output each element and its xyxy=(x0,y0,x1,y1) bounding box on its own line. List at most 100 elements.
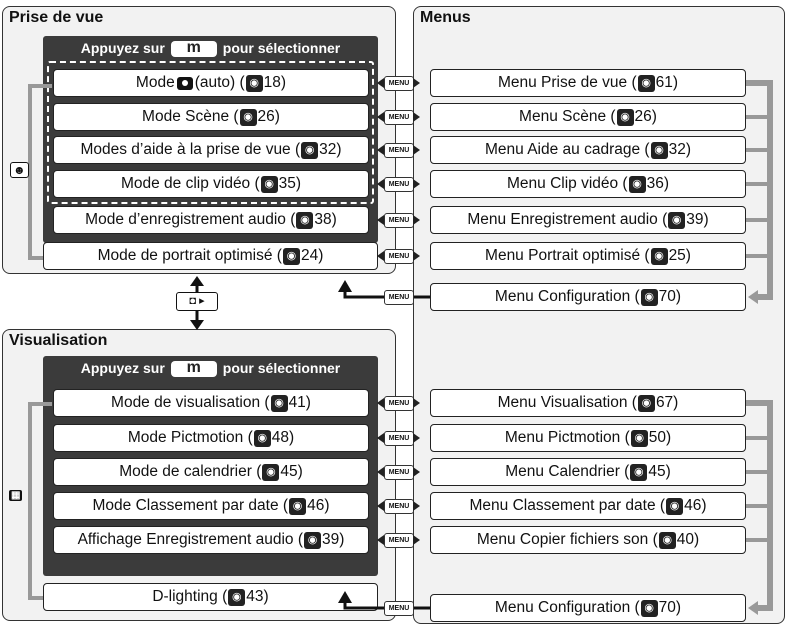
mode-label: Affichage Enregistrement audio ( xyxy=(77,531,304,548)
page-ref: 26) xyxy=(257,108,280,125)
page-reference-icon: ◉ xyxy=(289,497,307,515)
menu-button-1[interactable]: MENU xyxy=(384,76,414,91)
shooting-panel-title: Prise de vue xyxy=(9,9,104,26)
mode-calendar[interactable]: Mode de calendrier (◉45) xyxy=(53,458,369,486)
menu-calendar[interactable]: Menu Calendrier (◉45) xyxy=(430,458,746,486)
menu-audio[interactable]: Menu Enregistrement audio (◉39) xyxy=(430,206,746,234)
menu-playback[interactable]: Menu Visualisation (◉67) xyxy=(430,389,746,417)
smart-portrait-icon: ☻ xyxy=(10,162,29,178)
menu-button-10[interactable]: MENU xyxy=(384,499,414,514)
menu-label: Menu Configuration ( xyxy=(494,288,640,305)
page-reference-icon: ◉ xyxy=(630,429,648,447)
page-ref: 50) xyxy=(648,429,672,446)
mode-assist[interactable]: Modes d’aide à la prise de vue (◉32) xyxy=(53,136,369,164)
menu-button-7[interactable]: MENU xyxy=(384,396,414,411)
page-ref: 43) xyxy=(246,588,269,605)
menu-button-8[interactable]: MENU xyxy=(384,431,414,446)
page-ref: 46) xyxy=(684,497,707,514)
mode-playback[interactable]: Mode de visualisation (◉41) xyxy=(53,389,369,417)
page-reference-icon: ◉ xyxy=(637,74,655,92)
menu-framing-assist[interactable]: Menu Aide au cadrage (◉32) xyxy=(430,136,746,164)
page-reference-icon: ◉ xyxy=(640,599,658,617)
menu-button-4[interactable]: MENU xyxy=(384,177,414,192)
menu-label: Menu Visualisation ( xyxy=(497,394,637,411)
page-ref: 25) xyxy=(668,247,691,264)
menu-movie[interactable]: Menu Clip vidéo (◉36) xyxy=(430,170,746,198)
mode-movie[interactable]: Mode de clip vidéo (◉35) xyxy=(53,170,369,198)
menu-button-11[interactable]: MENU xyxy=(384,533,414,548)
menu-setup-playback[interactable]: Menu Configuration (◉70) xyxy=(430,594,746,622)
page-ref: 36) xyxy=(646,175,669,192)
instruction-text-after: pour sélectionner xyxy=(222,360,341,376)
right-arrow-icon xyxy=(413,145,420,155)
page-reference-icon: ◉ xyxy=(228,588,246,606)
page-reference-icon: ◉ xyxy=(640,288,658,306)
menu-button-5[interactable]: MENU xyxy=(384,213,414,228)
mode-label: Modes d’aide à la prise de vue ( xyxy=(80,141,301,158)
menu-button-9[interactable]: MENU xyxy=(384,465,414,480)
menu-label: Menu Prise de vue ( xyxy=(497,74,637,91)
menu-button-6[interactable]: MENU xyxy=(384,249,414,264)
menu-list-by-date[interactable]: Menu Classement par date (◉46) xyxy=(430,492,746,520)
menu-button-3[interactable]: MENU xyxy=(384,143,414,158)
page-ref: 39) xyxy=(686,211,709,228)
page-ref: 67) xyxy=(655,394,679,411)
mode-portrait[interactable]: Mode de portrait optimisé (◉24) xyxy=(43,242,378,270)
shoot-play-toggle-icon[interactable]: ◘ ▸ xyxy=(176,292,218,311)
page-ref: 24) xyxy=(300,247,324,264)
menu-setup-shooting[interactable]: Menu Configuration (◉70) xyxy=(430,283,746,311)
left-arrow-icon xyxy=(377,467,384,477)
mode-label: Mode Scène ( xyxy=(142,108,239,125)
page-reference-icon: ◉ xyxy=(253,429,271,447)
menu-m-button-icon: m xyxy=(170,40,217,58)
mode-list-by-date[interactable]: Mode Classement par date (◉46) xyxy=(53,492,369,520)
left-arrow-icon xyxy=(377,112,384,122)
page-reference-icon: ◉ xyxy=(628,175,646,193)
page-ref: 32) xyxy=(668,141,691,158)
page-ref: 40) xyxy=(676,531,700,548)
menu-label: Menu Aide au cadrage ( xyxy=(485,141,650,158)
left-arrow-icon xyxy=(377,501,384,511)
mode-audio[interactable]: Mode d’enregistrement audio (◉38) xyxy=(53,206,369,234)
page-ref: 39) xyxy=(322,531,345,548)
mode-audio-playback[interactable]: Affichage Enregistrement audio (◉39) xyxy=(53,526,369,554)
page-ref: 70) xyxy=(658,288,682,305)
mode-label: Mode Classement par date ( xyxy=(92,497,289,514)
page-reference-icon: ◉ xyxy=(650,247,668,265)
mode-label: Mode de visualisation ( xyxy=(111,394,270,411)
mode-auto[interactable]: Mode (auto) ( ◉18) xyxy=(53,69,369,97)
page-reference-icon: ◉ xyxy=(650,141,668,159)
page-ref: 61) xyxy=(655,74,679,91)
camera-icon xyxy=(176,76,193,90)
mode-pictmotion[interactable]: Mode Pictmotion (◉48) xyxy=(53,424,369,452)
menu-pictmotion[interactable]: Menu Pictmotion (◉50) xyxy=(430,424,746,452)
page-ref: 70) xyxy=(658,599,682,616)
menu-button-config-2[interactable]: MENU xyxy=(384,601,414,616)
page-reference-icon: ◉ xyxy=(666,497,684,515)
menu-portrait[interactable]: Menu Portrait optimisé (◉25) xyxy=(430,242,746,270)
mode-d-lighting[interactable]: D-lighting (◉43) xyxy=(43,583,378,611)
page-reference-icon: ◉ xyxy=(239,108,257,126)
instruction-text-before: Appuyez sur xyxy=(80,360,165,376)
menu-shooting[interactable]: Menu Prise de vue (◉61) xyxy=(430,69,746,97)
left-arrow-icon xyxy=(377,145,384,155)
menu-label: Menu Enregistrement audio ( xyxy=(467,211,668,228)
page-ref: 38) xyxy=(314,211,337,228)
playback-panel-title: Visualisation xyxy=(9,332,108,349)
mode-label: D-lighting ( xyxy=(152,588,228,605)
menu-copy-sound[interactable]: Menu Copier fichiers son (◉40) xyxy=(430,526,746,554)
right-arrow-icon xyxy=(413,433,420,443)
menu-scene[interactable]: Menu Scène (◉26) xyxy=(430,103,746,131)
left-arrow-icon xyxy=(377,433,384,443)
menu-label: Menu Copier fichiers son ( xyxy=(476,531,658,548)
mode-scene[interactable]: Mode Scène (◉26) xyxy=(53,103,369,131)
page-reference-icon: ◉ xyxy=(637,394,655,412)
menus-panel-title: Menus xyxy=(420,9,471,26)
right-arrow-icon xyxy=(413,179,420,189)
menu-button-2[interactable]: MENU xyxy=(384,110,414,125)
page-reference-icon: ◉ xyxy=(630,463,648,481)
menu-button-config-1[interactable]: MENU xyxy=(384,290,414,305)
mode-label: Mode d’enregistrement audio ( xyxy=(85,211,296,228)
